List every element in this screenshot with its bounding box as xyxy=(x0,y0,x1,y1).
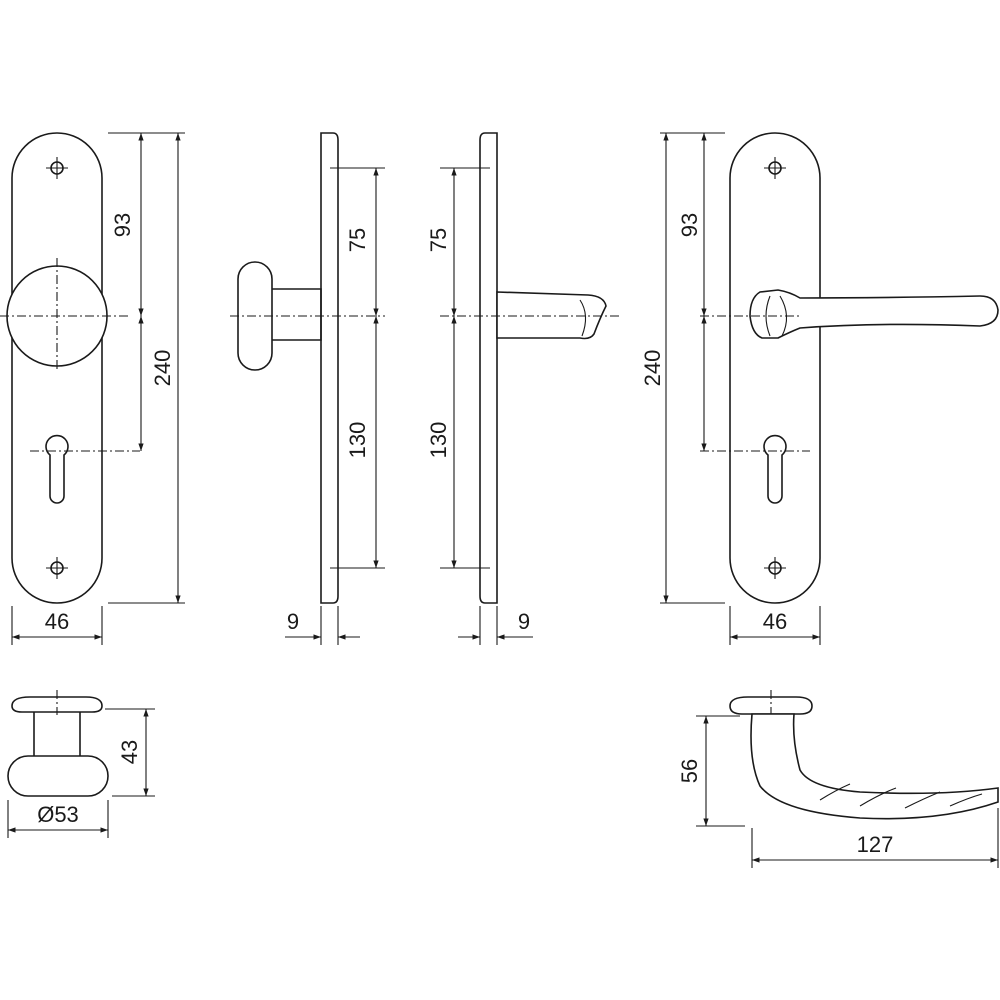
lever-rosette-profile xyxy=(729,696,813,715)
dim-label-75-right: 75 xyxy=(426,228,451,252)
dim-label-240-right: 240 xyxy=(640,350,665,387)
dim-label-75-left: 75 xyxy=(345,228,370,252)
dim-label-9-left: 9 xyxy=(287,609,299,634)
side-plate-outline-right xyxy=(479,132,498,604)
dim-label-93: 93 xyxy=(110,213,135,237)
bottom-screw-icon-right xyxy=(764,557,786,579)
top-screw-icon-right xyxy=(764,157,786,179)
dim-label-240: 240 xyxy=(150,350,175,387)
backplate-outline xyxy=(11,132,103,604)
keyhole-icon xyxy=(45,434,69,504)
top-screw-icon xyxy=(46,157,68,179)
dim-label-93-right: 93 xyxy=(677,213,702,237)
dim-label-46: 46 xyxy=(45,609,69,634)
side-view-lever: 75 130 9 xyxy=(426,132,620,645)
lever-handle xyxy=(749,289,999,339)
dim-label-43: 43 xyxy=(117,740,142,764)
dim-label-diameter-53: Ø53 xyxy=(37,802,79,827)
lever-side-profile xyxy=(496,291,607,340)
dim-label-46-right: 46 xyxy=(763,609,787,634)
keyhole-icon-right xyxy=(763,434,787,504)
dim-label-130-left: 130 xyxy=(345,422,370,459)
knob-head-profile xyxy=(7,755,109,797)
side-plate-outline xyxy=(320,132,339,604)
lever-profile-view: 56 127 xyxy=(677,690,999,868)
backplate-outline-right xyxy=(729,132,821,604)
dim-label-9-right: 9 xyxy=(518,609,530,634)
knob-neck xyxy=(270,288,322,341)
lever-handle-profile xyxy=(750,713,999,820)
front-view-lever-plate: 240 93 46 xyxy=(640,132,999,645)
dim-label-130-right: 130 xyxy=(426,422,451,459)
knob-rosette-profile xyxy=(11,696,103,713)
bottom-screw-icon xyxy=(46,557,68,579)
front-view-knob-plate: 93 240 46 xyxy=(0,132,185,645)
knob-profile-view: 43 Ø53 xyxy=(7,690,155,838)
side-view-knob: 75 130 9 xyxy=(230,132,385,645)
dim-label-127: 127 xyxy=(857,832,894,857)
dim-label-56: 56 xyxy=(677,759,702,783)
